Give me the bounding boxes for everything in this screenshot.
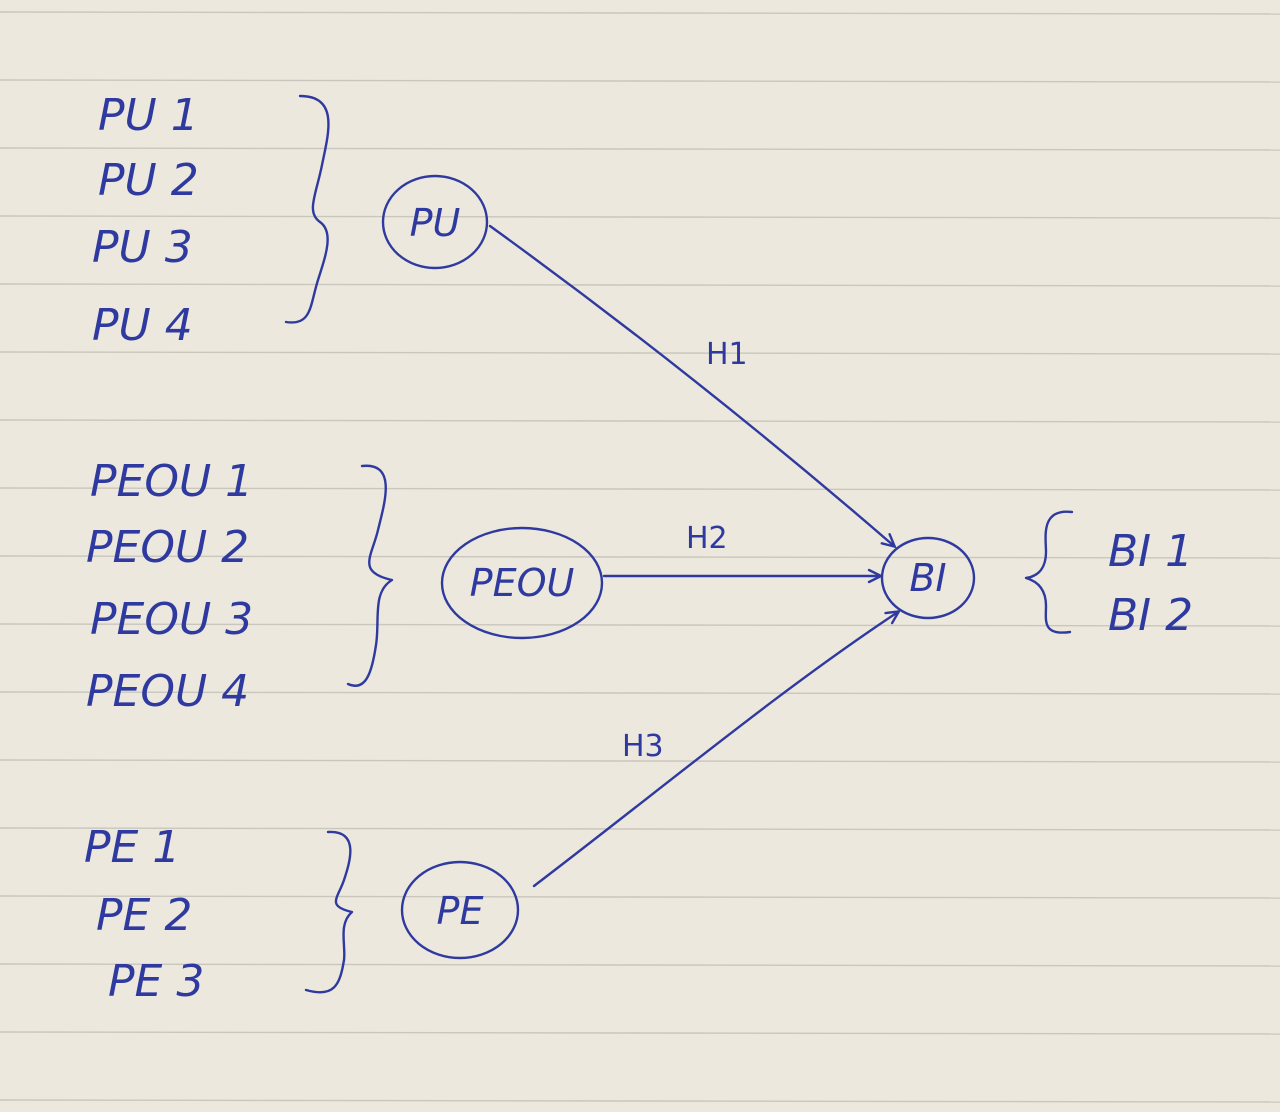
edge-pu-bi	[488, 224, 894, 546]
edge-label-h3: H3	[622, 729, 664, 764]
pe-indicator-list: PE 1 PE 2 PE 3	[84, 822, 204, 1007]
pe-brace	[304, 830, 354, 994]
pu-item-1: PU 1	[98, 90, 199, 141]
peou-item-2: PEOU 2	[86, 522, 249, 573]
pu-item-4: PU 4	[92, 300, 193, 351]
pu-node-circle	[381, 174, 489, 270]
pe-node-circle	[400, 860, 520, 960]
peou-node-label: PEOU	[470, 561, 575, 605]
bi-node: BI	[880, 536, 976, 620]
edge-label-h2: H2	[686, 521, 728, 556]
ruled-line	[0, 419, 1280, 423]
ruled-line	[0, 79, 1280, 83]
peou-brace	[346, 464, 394, 687]
pu-brace	[284, 94, 330, 324]
edge-pe-bi	[532, 612, 898, 888]
ruled-line	[0, 963, 1280, 967]
ruled-line	[0, 147, 1280, 151]
ruled-line	[0, 555, 1280, 559]
ruled-line	[0, 351, 1280, 355]
ruled-line	[0, 759, 1280, 763]
pu-item-3: PU 3	[92, 222, 193, 273]
ruled-line	[0, 1099, 1280, 1103]
pe-item-1: PE 1	[84, 822, 180, 873]
peou-item-1: PEOU 1	[90, 456, 253, 507]
ruled-line	[0, 11, 1280, 15]
ruled-line	[0, 827, 1280, 831]
peou-indicator-list: PEOU 1 PEOU 2 PEOU 3 PEOU 4	[86, 456, 253, 717]
bi-node-label: BI	[909, 556, 946, 600]
bi-item-2: BI 2	[1108, 590, 1193, 641]
ruled-line	[0, 691, 1280, 695]
bi-indicator-list: BI 1 BI 2	[1108, 526, 1193, 641]
bi-brace	[1024, 510, 1074, 634]
peou-item-4: PEOU 4	[86, 666, 249, 717]
pe-item-3: PE 3	[108, 956, 204, 1007]
pu-node-label: PU	[410, 201, 461, 245]
bi-item-1: BI 1	[1108, 526, 1193, 577]
pe-node: PE	[400, 860, 520, 960]
ruled-line	[0, 895, 1280, 899]
pu-indicator-list: PU 1 PU 2 PU 3 PU 4	[92, 90, 199, 351]
pe-node-label: PE	[437, 889, 484, 933]
ruled-lines	[0, 11, 1280, 1103]
pu-item-2: PU 2	[98, 155, 199, 206]
peou-item-3: PEOU 3	[90, 594, 253, 645]
pu-node: PU	[381, 174, 489, 270]
pe-item-2: PE 2	[96, 890, 192, 941]
ruled-line	[0, 487, 1280, 491]
ruled-line	[0, 215, 1280, 219]
ruled-line	[0, 623, 1280, 627]
ruled-line	[0, 283, 1280, 287]
peou-node: PEOU	[440, 526, 604, 640]
peou-node-circle	[440, 526, 604, 640]
ruled-line	[0, 1031, 1280, 1035]
edge-label-h1: H1	[706, 337, 748, 372]
